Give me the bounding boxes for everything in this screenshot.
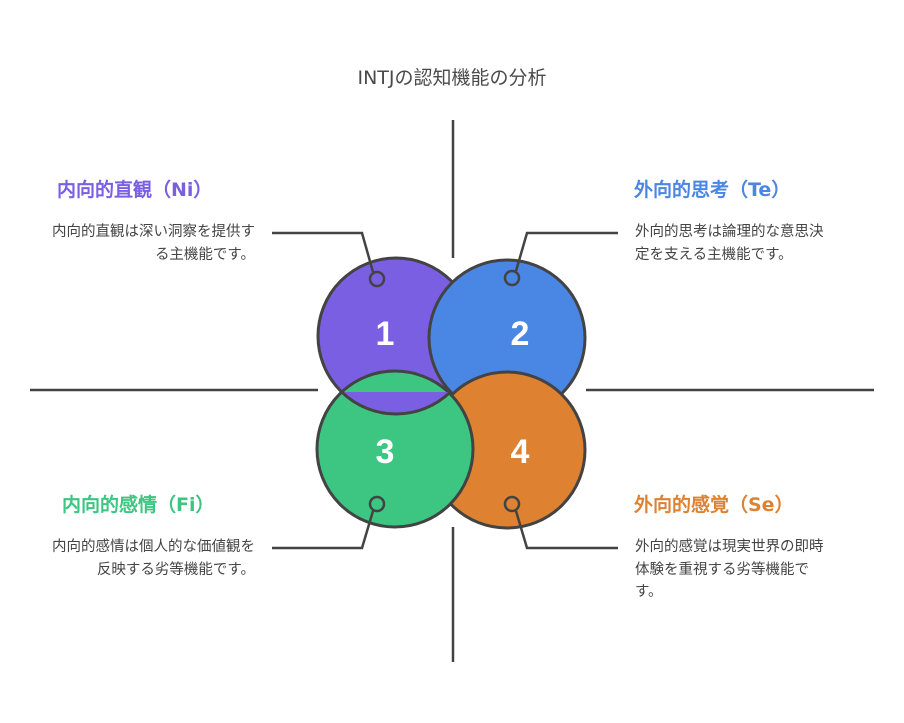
- description-ni: 内向的直観は深い洞察を提供する主機能です。: [52, 224, 255, 263]
- description-fi: 内向的感情は個人的な価値観を反映する劣等機能です。: [52, 539, 255, 578]
- number-4: 4: [511, 433, 530, 471]
- number-1: 1: [376, 315, 395, 353]
- description-se: 外向的感覚は現実世界の即時体験を重視する劣等機能です。: [635, 539, 824, 600]
- connector-1: [272, 231, 375, 273]
- circle-ni-overlap: [339, 392, 453, 416]
- diagram-title: INTJの認知機能の分析: [357, 67, 547, 89]
- number-3: 3: [376, 433, 395, 471]
- circle-fi: [315, 369, 475, 529]
- number-2: 2: [511, 315, 530, 353]
- connector-4: [514, 510, 618, 550]
- connector-dot-1: [368, 270, 386, 288]
- heading-te: 外向的思考（Te）: [634, 179, 791, 201]
- heading-fi: 内向的感情（Fi）: [62, 494, 215, 516]
- connector-2: [514, 231, 618, 272]
- heading-ni: 内向的直観（Ni）: [57, 179, 213, 201]
- connector-dot-4: [503, 495, 521, 513]
- connector-dot-3: [368, 495, 386, 513]
- description-te: 外向的思考は論理的な意思決定を支える主機能です。: [635, 224, 824, 263]
- connector-3: [272, 510, 375, 550]
- heading-se: 外向的感覚（Se）: [634, 494, 794, 516]
- connector-dot-2: [503, 269, 521, 287]
